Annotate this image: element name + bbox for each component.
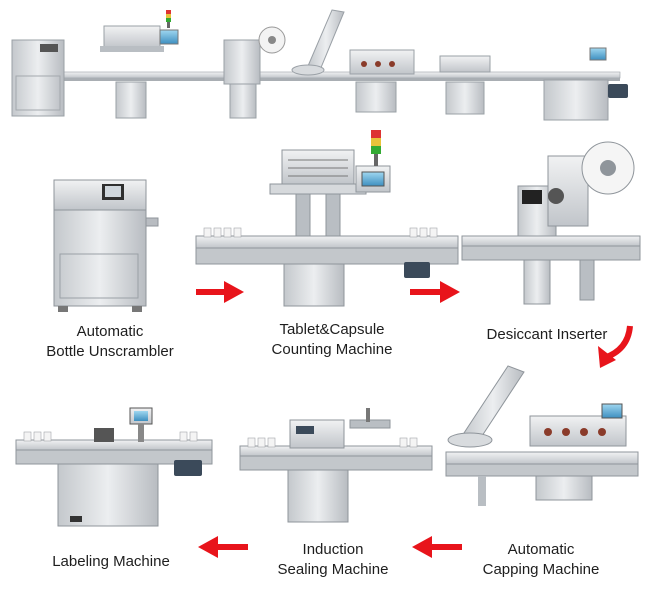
- desiccant-inserter-label-line1: Desiccant Inserter: [486, 326, 608, 343]
- desiccant-inserter-illustration: [461, 141, 641, 305]
- labeling-machine-label-line1: Labeling Machine: [52, 553, 170, 570]
- bottle-unscrambler-illustration: [53, 179, 159, 312]
- desiccant-inserter-label: Desiccant Inserter: [472, 325, 622, 345]
- left-arrow-icon: [198, 536, 248, 558]
- left-arrow-icon: [412, 536, 462, 558]
- capping-machine-illustration: [445, 365, 639, 506]
- labeling-machine-illustration: [15, 407, 213, 527]
- capping-machine-label-line1: Automatic: [507, 541, 575, 558]
- sealing-machine-illustration: [239, 408, 433, 523]
- unscrambler-label-line1: Automatic: [76, 323, 144, 340]
- sealing-machine-label-line2: Sealing Machine: [277, 561, 389, 578]
- full-line-overview: [11, 9, 628, 121]
- sealing-machine-label-line1: Induction: [302, 541, 364, 558]
- capping-machine-label-line2: Capping Machine: [482, 561, 600, 578]
- capping-machine-label: Automatic Capping Machine: [466, 540, 616, 580]
- counting-machine-illustration: [195, 130, 459, 307]
- counting-machine-label-line1: Tablet&Capsule: [279, 321, 385, 338]
- right-arrow-icon: [410, 281, 460, 303]
- unscrambler-label: Automatic Bottle Unscrambler: [30, 322, 190, 362]
- labeling-machine-label: Labeling Machine: [36, 552, 186, 572]
- sealing-machine-label: Induction Sealing Machine: [258, 540, 408, 580]
- unscrambler-label-line2: Bottle Unscrambler: [46, 343, 174, 360]
- right-arrow-icon: [196, 281, 244, 303]
- curved-down-arrow-icon: [598, 325, 633, 368]
- counting-machine-label-line2: Counting Machine: [271, 341, 393, 358]
- counting-machine-label: Tablet&Capsule Counting Machine: [252, 320, 412, 360]
